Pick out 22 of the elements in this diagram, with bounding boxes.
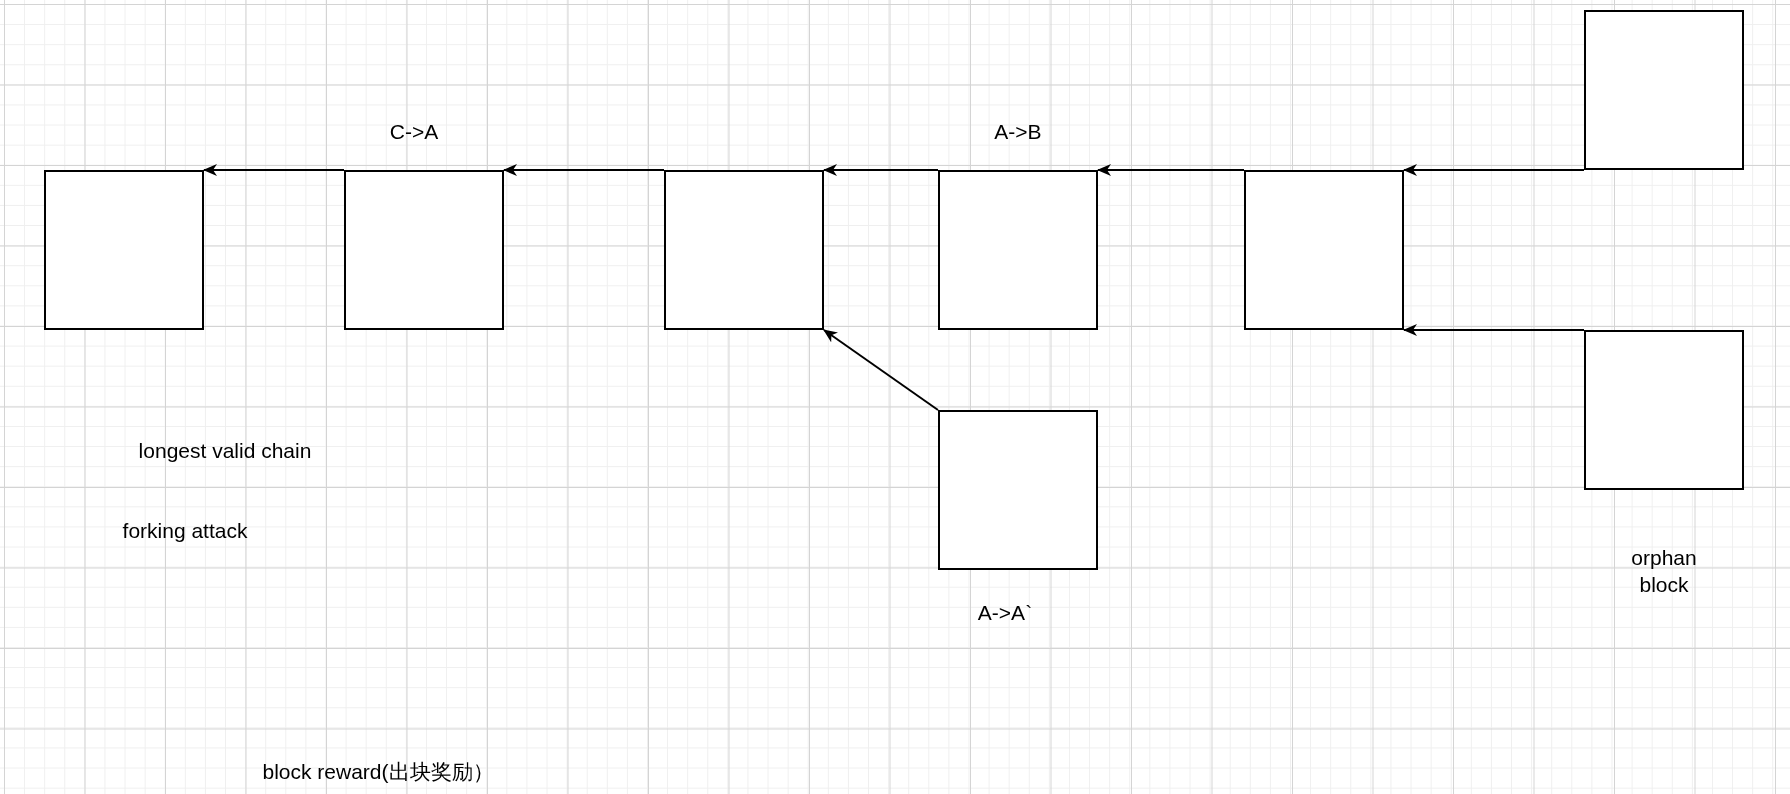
block-caption: C->A [388, 118, 440, 145]
block-caption: orphan block [1630, 545, 1698, 598]
arrow [503, 164, 665, 176]
arrow [1403, 324, 1585, 336]
block-box [1244, 170, 1404, 330]
arrow [823, 329, 939, 411]
block-box [1584, 330, 1744, 490]
arrow [1097, 164, 1245, 176]
block-caption: A->B [993, 118, 1043, 145]
arrow [1403, 164, 1585, 176]
block-box [344, 170, 504, 330]
block-caption: A->A` [976, 599, 1034, 626]
note-text: longest valid chain [138, 439, 312, 463]
note-text: block reward(出块奖励） [262, 759, 494, 785]
arrow [823, 164, 939, 176]
block-box [938, 410, 1098, 570]
block-box [1584, 10, 1744, 170]
note-text: forking attack [122, 519, 248, 543]
block-box [664, 170, 824, 330]
arrow [203, 164, 345, 176]
block-box [938, 170, 1098, 330]
block-box [44, 170, 204, 330]
